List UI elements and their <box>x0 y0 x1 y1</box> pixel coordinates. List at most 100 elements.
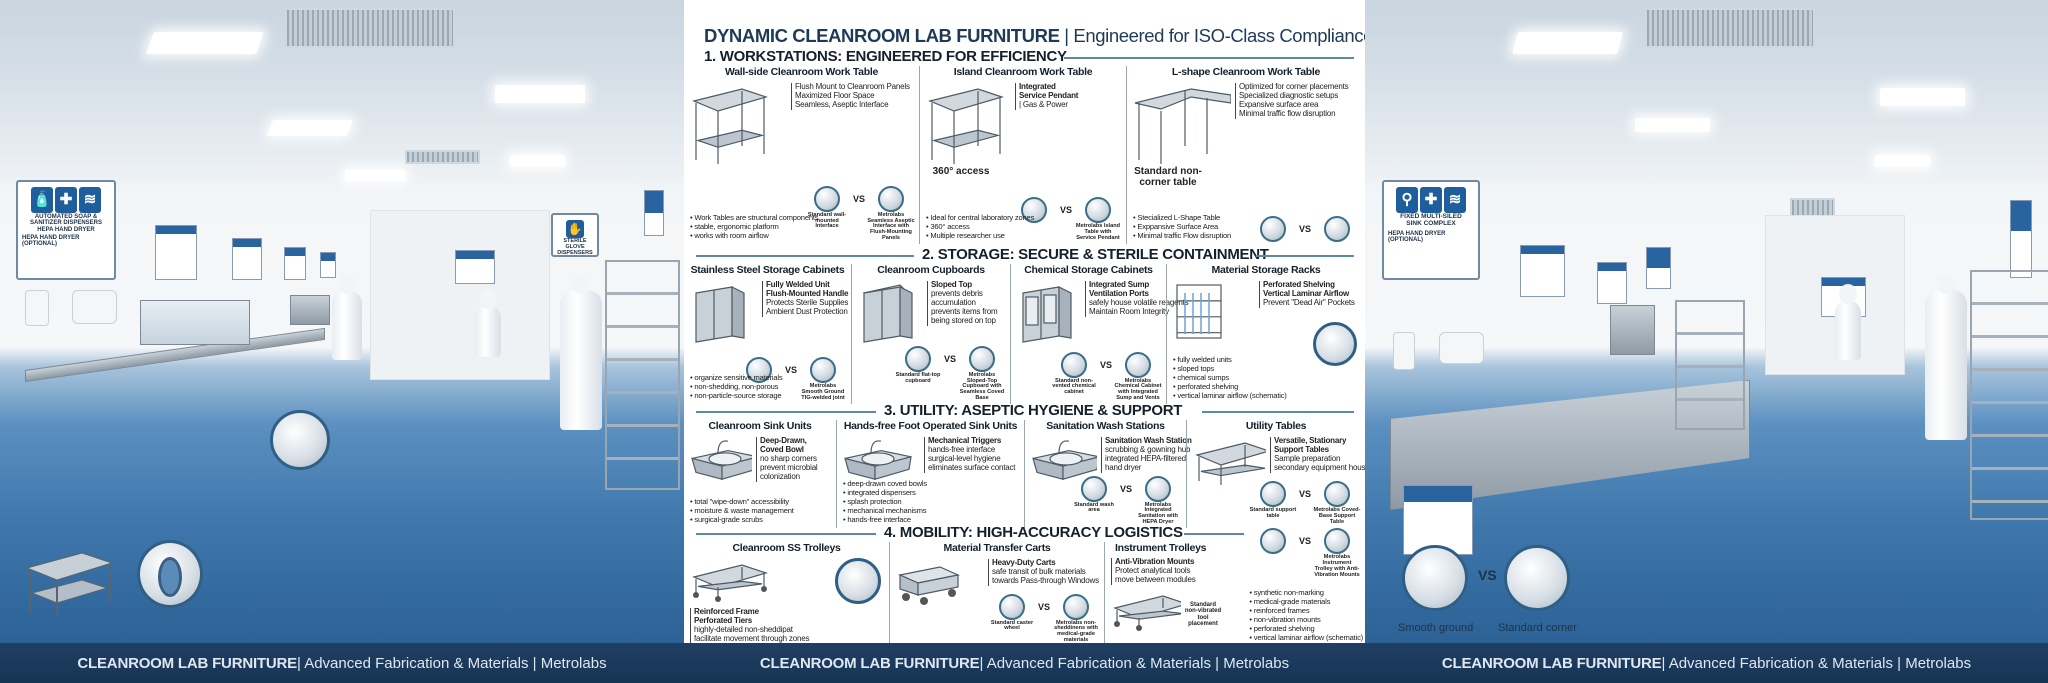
callout-line: scrubbing & gowning hub <box>1105 444 1191 454</box>
smooth-ground-corner-icon <box>1402 545 1468 611</box>
comparison-label: Metrolabs Sloped-Top Cupboard with Seaml… <box>959 371 1005 402</box>
callout-line: Prevent "Dead Air" Pockets <box>1263 297 1355 307</box>
metrolabs-option: Metrolabs Island Table with Service Pend… <box>1074 197 1122 242</box>
standard-corner-icon <box>1504 545 1570 611</box>
feature-label: Standard non-vibrated tool placement <box>1184 602 1222 627</box>
page-title: DYNAMIC CLEANROOM LAB FURNITURE | Engine… <box>704 25 1365 47</box>
metrolabs-option: Metrolabs Seamless Aseptic Interface wit… <box>867 185 915 242</box>
feature-bullets: synthetic non-markingmedical-grade mater… <box>1249 588 1363 643</box>
callout-bold-line: Integrated Sump <box>1089 280 1150 289</box>
callout-line: highly-detailed non-sheddipat <box>694 625 793 635</box>
callout-line: hands-free interface <box>928 444 996 454</box>
sign-soap-dispensers: 🧴✚≋ AUTOMATED SOAP & SANITIZER DISPENSER… <box>16 180 116 280</box>
sign-text: HEPA HAND DRYER (OPTIONAL) <box>1388 230 1446 243</box>
callout-bold-line: Sloped Top <box>931 280 972 289</box>
standard-detail-icon <box>904 345 931 372</box>
callout-line: Optimized for corner placements <box>1239 82 1349 91</box>
vs-label: VS <box>1119 483 1132 494</box>
metrolabs-detail-icon <box>810 357 836 384</box>
wall-sign <box>2010 200 2032 278</box>
product-title: Island Cleanroom Work Table <box>953 66 1093 78</box>
section-divider-line <box>696 411 876 413</box>
title-bold: DYNAMIC CLEANROOM LAB FURNITURE <box>704 25 1060 46</box>
standard-detail-icon <box>813 185 840 212</box>
callout-line: hand dryer <box>1105 462 1142 472</box>
product-title: L-shape Cleanroom Work Table <box>1171 66 1321 78</box>
product-title: Chemical Storage Cabinets <box>1024 264 1153 276</box>
callout-bold-line: Fully Welded Unit <box>766 280 830 289</box>
callout-bold-line: Integrated <box>1019 82 1056 91</box>
callout-line: accumulation <box>931 297 976 307</box>
metrolabs-detail-icon <box>1125 351 1151 378</box>
sanitizer-icon: ✚ <box>1420 187 1442 213</box>
feature-label: Standard non-corner table <box>1134 166 1202 188</box>
product-title: Hands-free Foot Operated Sink Units <box>843 420 1018 432</box>
left-cleanroom-photo: 🧴✚≋ AUTOMATED SOAP & SANITIZER DISPENSER… <box>0 0 684 643</box>
comparison-label: Metrolabs non-sheddinens with medical-gr… <box>1054 619 1098 643</box>
soap-dispenser <box>1393 332 1415 370</box>
comparison: VS <box>1249 216 1361 242</box>
callout-line: colonization <box>760 471 800 481</box>
callout-line: Seamless, Aseptic Interface <box>795 99 889 109</box>
wash-station-icon <box>1029 435 1100 496</box>
metrolabs-detail-icon <box>969 345 995 372</box>
glove-dispenser <box>1610 305 1655 355</box>
section-divider-line <box>696 255 914 257</box>
feature-bullets: organize sensitive materialsnon-shedding… <box>690 373 782 401</box>
comparison-label: Standard wall-mounted Interface <box>807 211 847 230</box>
section-1: 1. WORKSTATIONS: ENGINEERED FOR EFFICIEN… <box>684 48 1365 244</box>
shelving-cart <box>605 260 680 490</box>
ceiling-light <box>345 170 405 181</box>
bullet-item: perforated shelving <box>1173 382 1287 392</box>
back-wall <box>370 210 550 380</box>
comparison-label: Metrolabs Coved-Base Support Table <box>1313 507 1361 526</box>
callout-line: | Gas & Power <box>1019 99 1068 109</box>
callout-line: safely house volatile reagents <box>1089 297 1189 307</box>
comparison-label: Metrolabs Island Table with Service Pend… <box>1075 223 1121 242</box>
l-shape-table-icon <box>1131 81 1232 175</box>
comparison-label: Metrolabs Seamless Aseptic Interface wit… <box>867 211 915 242</box>
bullet-item: sloped tops <box>1173 364 1287 374</box>
bullet-item: moisture & waste management <box>690 506 793 516</box>
feature-label: 360° access <box>932 166 990 177</box>
callout-line: secondary equipment housing <box>1274 462 1365 472</box>
callout-line: surgical-level hygiene <box>928 453 1001 463</box>
comparison-label: Metrolabs Integrated Sanitation with HEP… <box>1138 501 1178 526</box>
caster-wheel-magnifier <box>137 540 203 608</box>
bullet-item: organize sensitive materials <box>690 373 782 383</box>
callout-line: Minimal traffic flow disruption <box>1239 108 1336 118</box>
callout-bold-line: Perforated Tiers <box>694 616 753 626</box>
storage-bins <box>140 300 250 345</box>
bullet-item: non-vibration mounts <box>1249 615 1363 625</box>
bullet-item: mechanical mechanisms <box>843 506 927 516</box>
bullet-item: Minimal traffic Flow disruption <box>1133 231 1231 241</box>
standard-detail-icon <box>1259 481 1286 508</box>
section-heading: 3. UTILITY: ASEPTIC HYGIENE & SUPPORT <box>884 402 1183 419</box>
callout-line: facilitate movement through zones <box>694 634 810 643</box>
storage-rack <box>1970 270 2048 520</box>
section-divider-line <box>1184 533 1244 535</box>
bullet-item: works with room airflow <box>690 231 818 241</box>
sign-sterile-gloves: ✋ STERILE GLOVE DISPENSERS <box>551 213 599 257</box>
metrolabs-option: Metrolabs Chemical Cabinet with Integrat… <box>1114 351 1162 402</box>
footer-tagline: | Advanced Fabrication & Materials | Met… <box>979 654 1290 672</box>
callout-line: prevents debris <box>931 288 983 298</box>
chemical-cabinet-icon <box>1015 279 1081 355</box>
right-cleanroom-photo: ⚲✚≋ FIXED MULTI-SILED SINK COMPLEX HEPA … <box>1365 0 2048 643</box>
vs-label: VS <box>943 353 956 364</box>
sink-icon <box>688 435 759 496</box>
standard-option: Standard caster wheel <box>988 593 1036 633</box>
